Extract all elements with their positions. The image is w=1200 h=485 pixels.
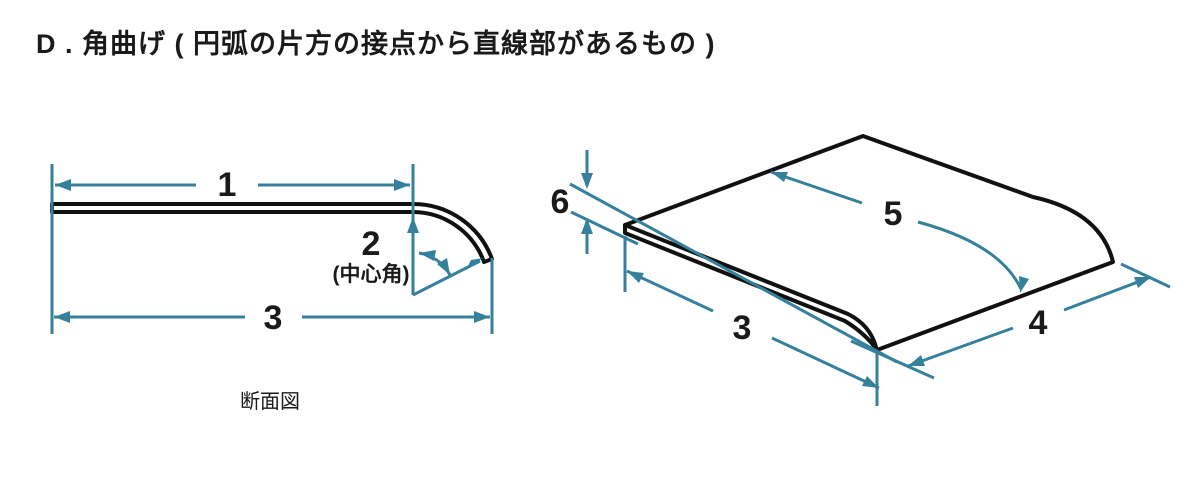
arc-arrowhead-bottom-icon (437, 258, 450, 275)
dimension-6-thickness: 6 (551, 150, 898, 364)
cross-section-caption: 断面図 (240, 390, 300, 413)
cross-section-view: 1 2 (中心角) 3 断面図 (50, 164, 494, 413)
arrowhead-end-icon (1019, 276, 1029, 293)
angle-leg-arrowhead-icon (466, 258, 483, 270)
dimension-3: 3 (54, 299, 490, 337)
isometric-view: 6 3 4 (551, 134, 1171, 406)
page-title: D . 角曲げ ( 円弧の片方の接点から直線部があるもの ) (36, 29, 716, 59)
center-angle-note: (中心角) (333, 262, 410, 286)
extension-line-bottom (570, 210, 639, 246)
dimension-1-label: 1 (218, 166, 237, 204)
dimension-3-iso-label: 3 (733, 309, 752, 347)
arrowhead-right-icon (474, 311, 490, 323)
arrowhead-right-icon (1134, 277, 1151, 288)
sheet-3d-top-edge (623, 223, 878, 349)
dimension-4-width: 4 (850, 262, 1171, 380)
dimension-line (771, 336, 880, 390)
arrowhead-left-icon (627, 271, 644, 283)
dimension-2-angle: 2 (中心角) (333, 217, 483, 297)
sheet-cross-section (50, 201, 494, 264)
arc-arrowhead-top-icon (419, 250, 436, 261)
sheet-3d-outline (623, 134, 1115, 352)
dimension-5-developed: 5 (770, 170, 1029, 293)
dimension-line (907, 326, 1014, 368)
dimension-3-label: 3 (264, 299, 283, 337)
dimension-4-label: 4 (1029, 304, 1048, 342)
arrowhead-left-icon (55, 179, 71, 191)
arrowhead-left-icon (771, 172, 788, 182)
extension-line-top (569, 182, 898, 364)
arrowhead-right-icon (394, 179, 410, 191)
extension-line-far (1120, 262, 1171, 289)
arrowhead-up-icon (581, 218, 593, 234)
dimension-3-iso: 3 (623, 236, 880, 406)
arrowhead-left-icon (908, 355, 925, 366)
arrowhead-right-icon (862, 376, 879, 388)
extension-line-near (850, 339, 935, 380)
dimension-5-label: 5 (884, 195, 903, 233)
arrowhead-left-icon (54, 311, 70, 323)
tangent-arrowhead-icon (407, 217, 419, 233)
dimension-line (770, 170, 863, 205)
arrowhead-down-icon (581, 173, 593, 189)
dimension-2-label: 2 (362, 225, 381, 263)
dimension-6-label: 6 (551, 183, 570, 221)
dimension-1: 1 (55, 166, 410, 204)
dimension-curve (917, 220, 1023, 290)
